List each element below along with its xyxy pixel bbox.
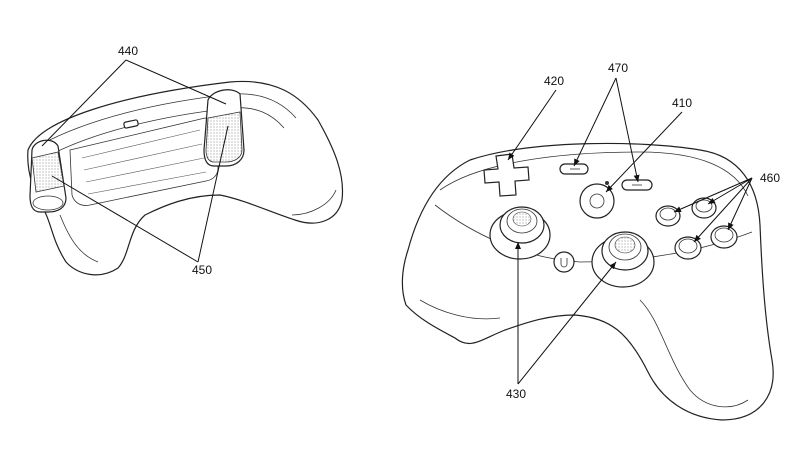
leader-450-b xyxy=(197,125,229,263)
leader-470-a xyxy=(573,77,617,167)
controller-front-view xyxy=(401,142,774,421)
label-410: 410 xyxy=(672,96,692,110)
charging-port xyxy=(123,119,139,129)
home-button xyxy=(579,183,615,219)
leader-460-b xyxy=(707,177,753,205)
right-thumbstick xyxy=(591,231,655,288)
leader-450-a xyxy=(51,175,199,263)
assistant-button xyxy=(553,251,575,273)
dpad xyxy=(483,153,530,197)
leader-460-c xyxy=(693,177,753,243)
leader-410 xyxy=(605,111,683,193)
leader-440-b xyxy=(125,59,227,105)
face-button-top-left xyxy=(655,205,681,227)
face-button-bottom-right xyxy=(710,225,738,249)
leader-470-b xyxy=(615,77,640,183)
left-thumbstick xyxy=(489,206,551,260)
label-450: 450 xyxy=(192,263,212,277)
label-420: 420 xyxy=(544,74,564,88)
leader-460-d xyxy=(727,177,753,231)
label-440: 440 xyxy=(118,44,138,58)
face-button-bottom-left xyxy=(674,236,702,260)
leader-430-b xyxy=(517,261,617,385)
left-trigger xyxy=(29,139,67,213)
front-body-outline xyxy=(401,142,774,421)
leader-440-a xyxy=(41,59,127,147)
rear-body-outline xyxy=(27,80,344,276)
face-buttons xyxy=(655,197,738,260)
right-trigger xyxy=(203,89,245,167)
controller-rear-view xyxy=(27,80,344,276)
leader-460-a xyxy=(673,177,753,213)
label-460: 460 xyxy=(760,171,780,185)
label-430: 430 xyxy=(506,387,526,401)
label-470: 470 xyxy=(608,61,628,75)
leader-420 xyxy=(507,89,557,161)
